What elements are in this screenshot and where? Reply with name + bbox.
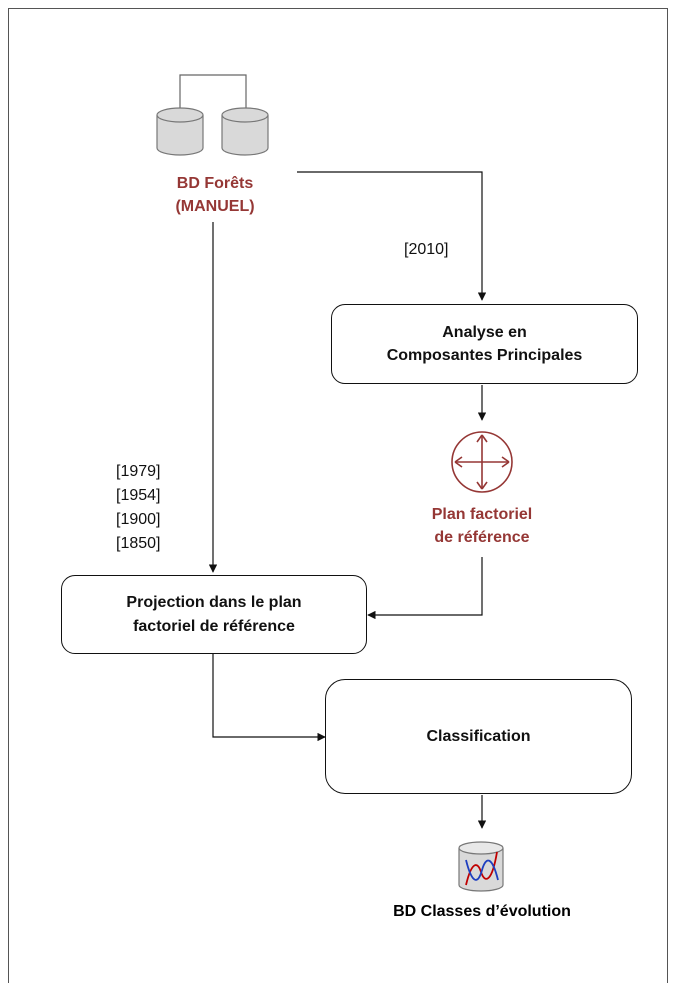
projection-box: Projection dans le plan factoriel de réf… [61,575,367,654]
classification-box: Classification [325,679,632,794]
axes-cross-icon [451,431,513,493]
year-item: [1850] [116,535,161,552]
arrow-plane-to-projection [367,557,483,620]
arrow-to-pca [297,171,487,301]
year-item: [1979] [116,463,161,480]
arrow-projection-to-classification [212,654,326,742]
years-list: [1979] [1954] [1900] [1850] [116,460,160,556]
source-db-label: BD Forêts (MANUEL) [175,175,255,216]
factor-plane-label: Plan factoriel de référence [431,506,533,547]
database-pair-icon [156,74,269,156]
year-item: [1900] [116,511,161,528]
year-2010-label: [2010] [404,241,449,258]
curves-database-icon [458,841,504,892]
diagram-frame [8,8,668,983]
year-item: [1954] [116,487,161,504]
output-db-label: BD Classes d’évolution [393,903,571,920]
pca-box: Analyse en Composantes Principales [331,304,638,384]
